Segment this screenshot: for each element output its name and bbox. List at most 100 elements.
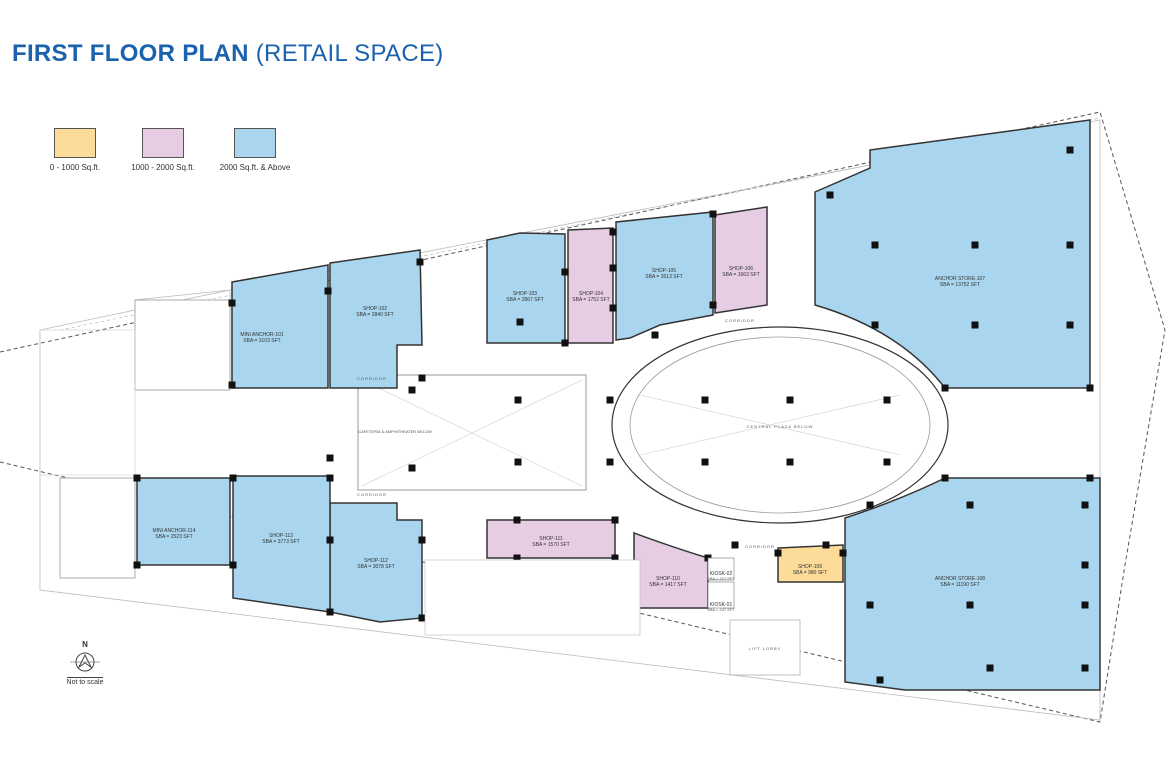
column <box>971 321 979 329</box>
shop-name: SHOP-105 <box>652 268 676 274</box>
west-void <box>39 329 136 476</box>
kiosk-01[interactable] <box>707 581 735 609</box>
shop-sba: SBA = 1417 SFT <box>649 582 686 588</box>
shop-sba: SBA = 2867 SFT <box>506 297 543 303</box>
shop-sba: SBA = 3103 SFT <box>243 338 280 344</box>
legend-swatch <box>142 128 184 158</box>
column <box>1066 146 1074 154</box>
kiosk-02-name: KIOSK-02 <box>710 571 733 577</box>
column <box>609 304 617 312</box>
kiosk-01-name: KIOSK-01 <box>710 602 733 608</box>
column <box>786 396 794 404</box>
shop-shop-106[interactable] <box>714 206 768 314</box>
shop-shop-103[interactable] <box>486 232 566 344</box>
column <box>986 664 994 672</box>
column <box>133 474 141 482</box>
shop-name: SHOP-110 <box>656 576 680 582</box>
column <box>228 381 236 389</box>
amphitheater <box>357 374 587 491</box>
corridor-label-north: CORRIDOR <box>725 318 755 323</box>
shop-mini-anchor-114[interactable] <box>136 477 231 566</box>
shop-anchor-store-107[interactable] <box>814 119 1091 389</box>
shop-shop-109[interactable] <box>777 544 844 583</box>
column <box>229 561 237 569</box>
stair-block-west <box>134 299 231 391</box>
title-sub: (RETAIL SPACE) <box>255 40 444 67</box>
column <box>606 458 614 466</box>
title-bold: FIRST FLOOR PLAN <box>12 40 249 67</box>
shop-shop-112[interactable] <box>329 502 423 623</box>
column <box>408 464 416 472</box>
column <box>513 516 521 524</box>
shop-sba: SBA = 2523 SFT <box>155 534 192 540</box>
column <box>514 396 522 404</box>
north-compass: N Not to scale <box>60 640 110 686</box>
column <box>731 541 739 549</box>
central-plaza-outer <box>611 326 949 524</box>
column <box>701 458 709 466</box>
stair-block-southwest <box>59 477 136 579</box>
page-title: FIRST FLOOR PLAN (RETAIL SPACE) <box>12 40 444 68</box>
column <box>561 268 569 276</box>
shop-shop-104[interactable] <box>567 227 614 344</box>
column <box>418 536 426 544</box>
column <box>418 614 426 622</box>
shop-sba: SBA = 1752 SFT <box>572 297 609 303</box>
column <box>408 386 416 394</box>
shop-shop-102[interactable] <box>329 249 423 389</box>
legend-item-medium: 1000 - 2000 Sq.ft. <box>123 128 203 172</box>
column <box>1081 601 1089 609</box>
column <box>416 258 424 266</box>
shop-sba: SBA = 3078 SFT <box>357 564 394 570</box>
column <box>839 549 847 557</box>
column <box>866 501 874 509</box>
shop-name: SHOP-113 <box>269 533 293 539</box>
column <box>1066 241 1074 249</box>
legend-swatch <box>234 128 276 158</box>
corridor-label-south: CORRIDOR <box>745 544 775 549</box>
scale-note: Not to scale <box>66 677 104 686</box>
shop-sba: SBA = 11190 SFT <box>940 582 979 588</box>
column <box>709 301 717 309</box>
column <box>871 241 879 249</box>
shop-anchor-store-108[interactable] <box>844 477 1101 691</box>
corridor-label-west: CORRIDOR <box>357 376 387 381</box>
column <box>1081 664 1089 672</box>
kiosk-02[interactable] <box>707 557 735 581</box>
shop-name: ANCHOR STORE-108 <box>935 576 985 582</box>
shop-shop-110[interactable] <box>633 531 709 609</box>
column <box>133 561 141 569</box>
shop-name: SHOP-103 <box>513 291 537 297</box>
shop-name: SHOP-104 <box>579 291 603 297</box>
legend-label: 1000 - 2000 Sq.ft. <box>131 163 195 172</box>
column <box>709 210 717 218</box>
shop-mini-anchor-101[interactable] <box>231 264 329 389</box>
column <box>941 384 949 392</box>
column <box>1086 384 1094 392</box>
lift-lobby-label: LIFT LOBBY <box>749 646 782 651</box>
shop-sba: SBA = 13752 SFT <box>940 282 980 288</box>
column <box>1081 561 1089 569</box>
legend-item-small: 0 - 1000 Sq.ft. <box>40 128 110 172</box>
column <box>611 516 619 524</box>
column <box>966 601 974 609</box>
column <box>228 299 236 307</box>
column <box>611 554 619 562</box>
column <box>1066 321 1074 329</box>
shop-name: MINI ANCHOR-114 <box>153 528 196 534</box>
legend-swatch <box>54 128 96 158</box>
column <box>606 396 614 404</box>
column <box>774 549 782 557</box>
shop-name: MINI ANCHOR-101 <box>240 332 284 338</box>
kiosk-01-sba: SBA = 247 SFT <box>707 607 735 612</box>
shop-sba: SBA = 980 SFT <box>793 570 828 576</box>
column <box>326 608 334 616</box>
column <box>966 501 974 509</box>
service-block <box>424 559 641 636</box>
column <box>326 474 334 482</box>
column <box>516 318 524 326</box>
legend-label: 0 - 1000 Sq.ft. <box>49 163 101 172</box>
shop-sba: SBA = 2840 SFT <box>356 312 393 318</box>
shop-sba: SBA = 1663 SFT <box>722 272 759 278</box>
